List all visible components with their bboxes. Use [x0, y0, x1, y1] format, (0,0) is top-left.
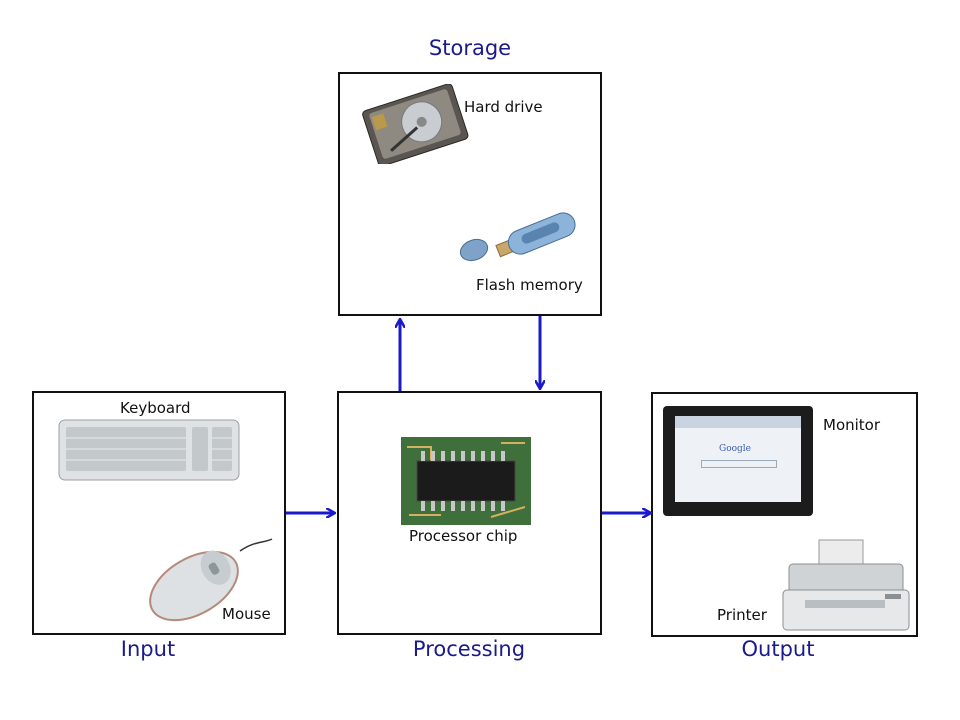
- mouse-icon: [149, 538, 273, 622]
- hard-drive-icon: [362, 84, 469, 164]
- processor-chip-label: Processor chip: [409, 527, 518, 545]
- flash-drive-icon: [459, 212, 576, 262]
- screen-google-text: Google: [719, 444, 751, 454]
- output-box: Google Monitor Printer: [651, 392, 918, 637]
- monitor-screen: Google: [675, 416, 801, 502]
- processor-chip-icon: [401, 437, 531, 525]
- processing-box: Processor chip: [337, 391, 602, 635]
- processing-title: Processing: [412, 637, 526, 661]
- flash-memory-label: Flash memory: [476, 276, 583, 294]
- keyboard-icon: [58, 419, 240, 481]
- printer-icon: [782, 539, 910, 631]
- mouse-label: Mouse: [222, 605, 271, 623]
- output-title: Output: [741, 637, 815, 661]
- input-box: Keyboard Mouse: [32, 391, 286, 635]
- keyboard-label: Keyboard: [120, 399, 191, 417]
- monitor-label: Monitor: [823, 416, 881, 434]
- printer-label: Printer: [717, 606, 767, 624]
- input-title: Input: [120, 637, 176, 661]
- storage-title: Storage: [428, 36, 512, 60]
- storage-box: Hard drive Flash memory: [338, 72, 602, 316]
- hard-drive-label: Hard drive: [464, 98, 543, 116]
- monitor-icon: Google: [663, 406, 813, 516]
